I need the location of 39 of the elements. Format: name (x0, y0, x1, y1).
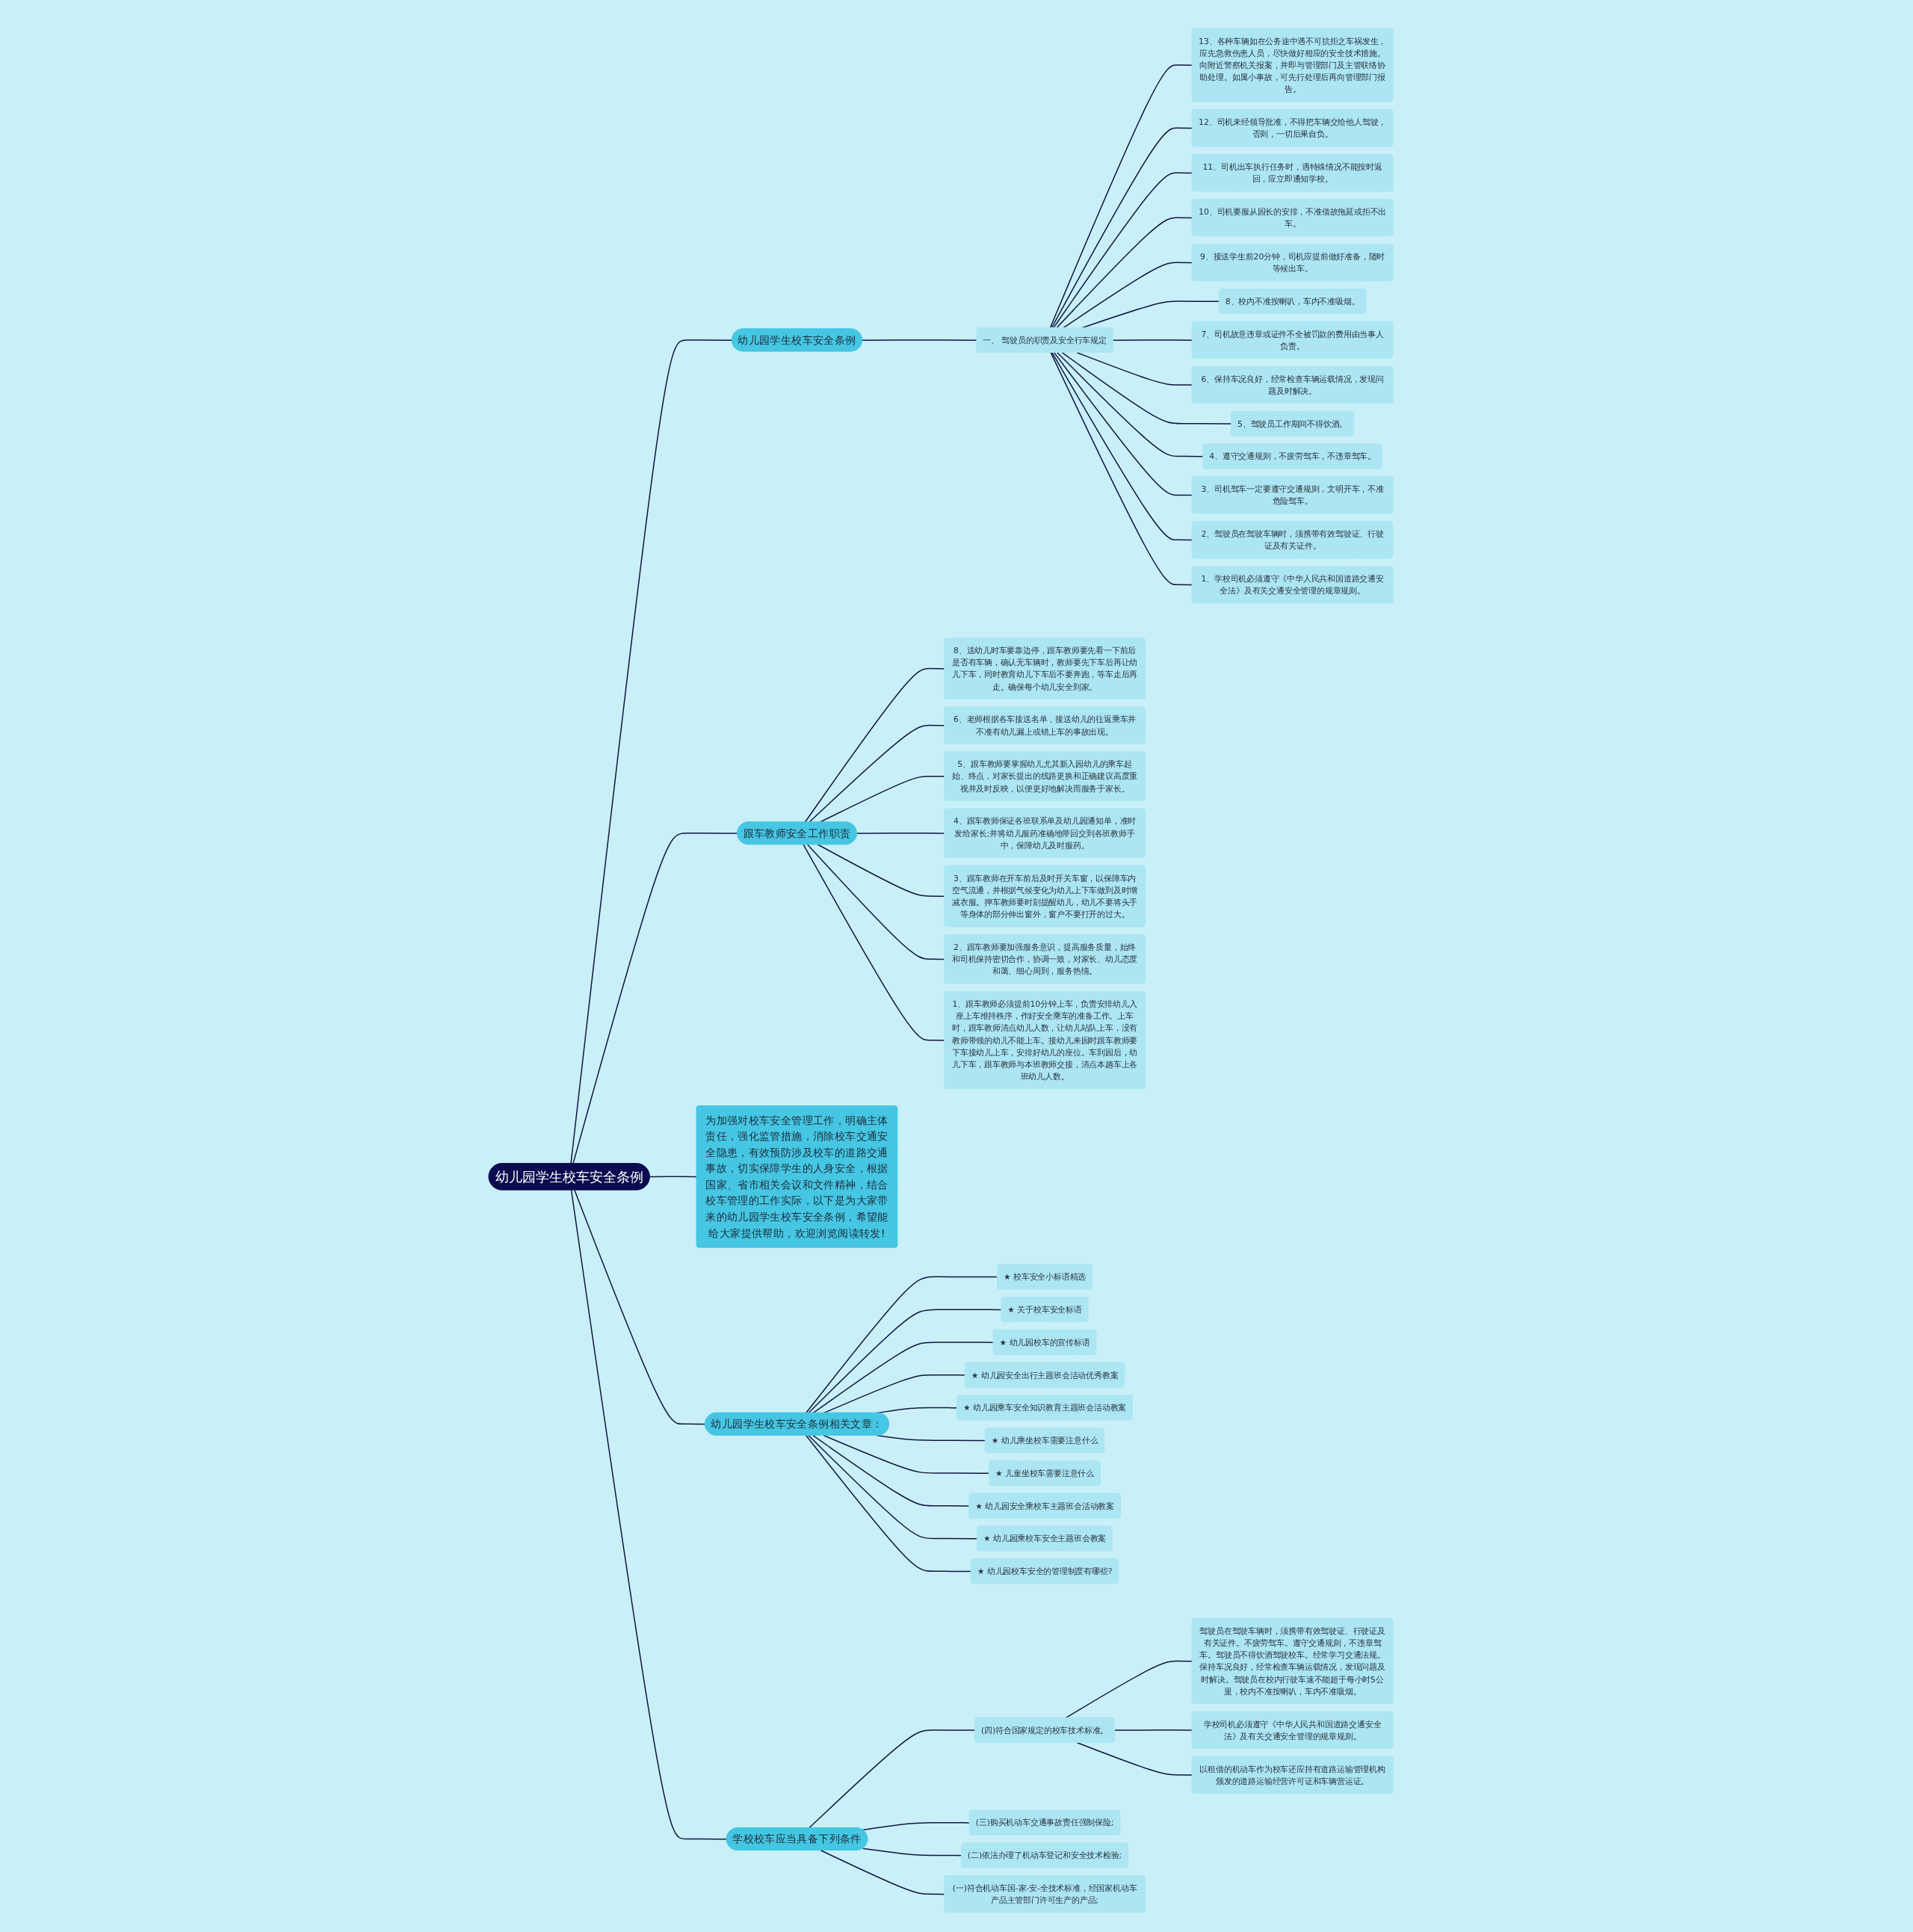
connector (1063, 262, 1193, 329)
connector (1049, 64, 1193, 329)
connector (817, 844, 945, 897)
connector (570, 339, 733, 1164)
connector (876, 1407, 958, 1414)
connector (809, 724, 945, 823)
connector (1051, 127, 1193, 329)
connector (1051, 351, 1193, 541)
connector (649, 1176, 698, 1178)
connector (823, 1434, 990, 1474)
connector (1056, 217, 1193, 329)
connector (809, 1729, 976, 1829)
connector (1057, 351, 1204, 457)
connector (1053, 351, 1193, 496)
connector (572, 833, 738, 1164)
connector (803, 844, 945, 1041)
connector (808, 1434, 978, 1540)
connector (805, 1434, 972, 1573)
connector (1053, 172, 1193, 329)
connector (805, 1276, 998, 1414)
connector (1050, 351, 1193, 586)
connector (1076, 351, 1193, 386)
connector (1114, 1729, 1193, 1731)
connector (574, 1189, 706, 1425)
connector (820, 1850, 945, 1895)
connector (856, 833, 945, 834)
connector (806, 844, 945, 960)
connector (1112, 339, 1193, 341)
connector (808, 1309, 1002, 1414)
connector (812, 1342, 995, 1414)
connector (819, 775, 945, 823)
connector (812, 1434, 970, 1507)
connector (1076, 1741, 1193, 1776)
connector (570, 1189, 728, 1840)
connector (804, 667, 945, 823)
connector (862, 1848, 962, 1857)
connector (1061, 351, 1232, 425)
connector (1065, 1660, 1193, 1719)
connector (823, 1374, 966, 1414)
